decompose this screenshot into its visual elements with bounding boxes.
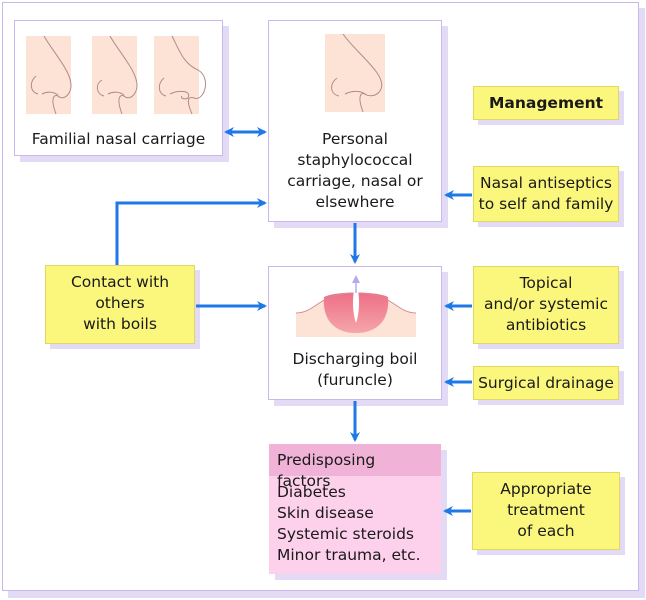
surgical-drainage-box: Surgical drainage <box>473 366 619 400</box>
nose-icon-1 <box>26 35 72 115</box>
label-line: to self and family <box>478 195 614 213</box>
label-line: with boils <box>83 315 157 333</box>
label-line: and/or systemic <box>483 295 609 313</box>
factor-item: Systemic steroids <box>277 525 414 543</box>
personal-carriage-box: Personal staphylococcal carriage, nasal … <box>268 20 442 222</box>
label-line: Contact with <box>70 273 170 291</box>
familial-carriage-label: Familial nasal carriage <box>31 130 206 148</box>
label-line: Appropriate <box>500 480 592 498</box>
label-line: staphylococcal <box>297 151 413 169</box>
factor-item: Diabetes <box>277 483 346 501</box>
nose-icon-3 <box>154 35 207 115</box>
label-line: (furuncle) <box>317 371 393 389</box>
appropriate-treatment-box: Appropriate treatment of each <box>472 472 620 550</box>
nose-illustrations <box>26 35 207 115</box>
boil-illustration <box>296 275 417 337</box>
label-line: elsewhere <box>315 193 395 211</box>
label-line: carriage, nasal or <box>287 172 423 190</box>
label-line: others <box>95 294 145 312</box>
factor-item: Skin disease <box>277 504 374 522</box>
label-line: of each <box>517 522 575 540</box>
label-line: antibiotics <box>505 316 587 334</box>
label-line: Nasal antiseptics <box>479 174 613 192</box>
personal-carriage-label: Personal staphylococcal carriage, nasal … <box>269 129 441 213</box>
predisposing-factors-list: Diabetes Skin disease Systemic steroids … <box>269 476 441 572</box>
management-title-box: Management <box>473 86 619 120</box>
nose-icon-2 <box>92 35 138 115</box>
discharging-boil-label: Discharging boil (furuncle) <box>269 349 441 391</box>
label-line: treatment <box>507 501 585 519</box>
arrow-contact-to-personal <box>115 198 267 265</box>
predisposing-factors-header: Predisposing factors <box>269 444 441 490</box>
discharging-boil-box: Discharging boil (furuncle) <box>268 266 442 400</box>
nose-icon <box>325 34 385 113</box>
familial-carriage-box: Familial nasal carriage <box>14 20 223 156</box>
management-title: Management <box>488 94 604 112</box>
contact-with-boils-box: Contact with others with boils <box>45 265 195 344</box>
surgical-drainage-label: Surgical drainage <box>478 374 614 392</box>
label-line: Personal <box>322 130 388 148</box>
label-line: Discharging boil <box>292 350 418 368</box>
topical-antibiotics-box: Topical and/or systemic antibiotics <box>473 266 619 344</box>
nasal-antiseptics-box: Nasal antiseptics to self and family <box>473 166 619 222</box>
label-line: Topical <box>519 274 573 292</box>
predisposing-factors-box: Predisposing factors Diabetes Skin disea… <box>269 444 441 574</box>
factor-item: Minor trauma, etc. <box>277 546 421 564</box>
